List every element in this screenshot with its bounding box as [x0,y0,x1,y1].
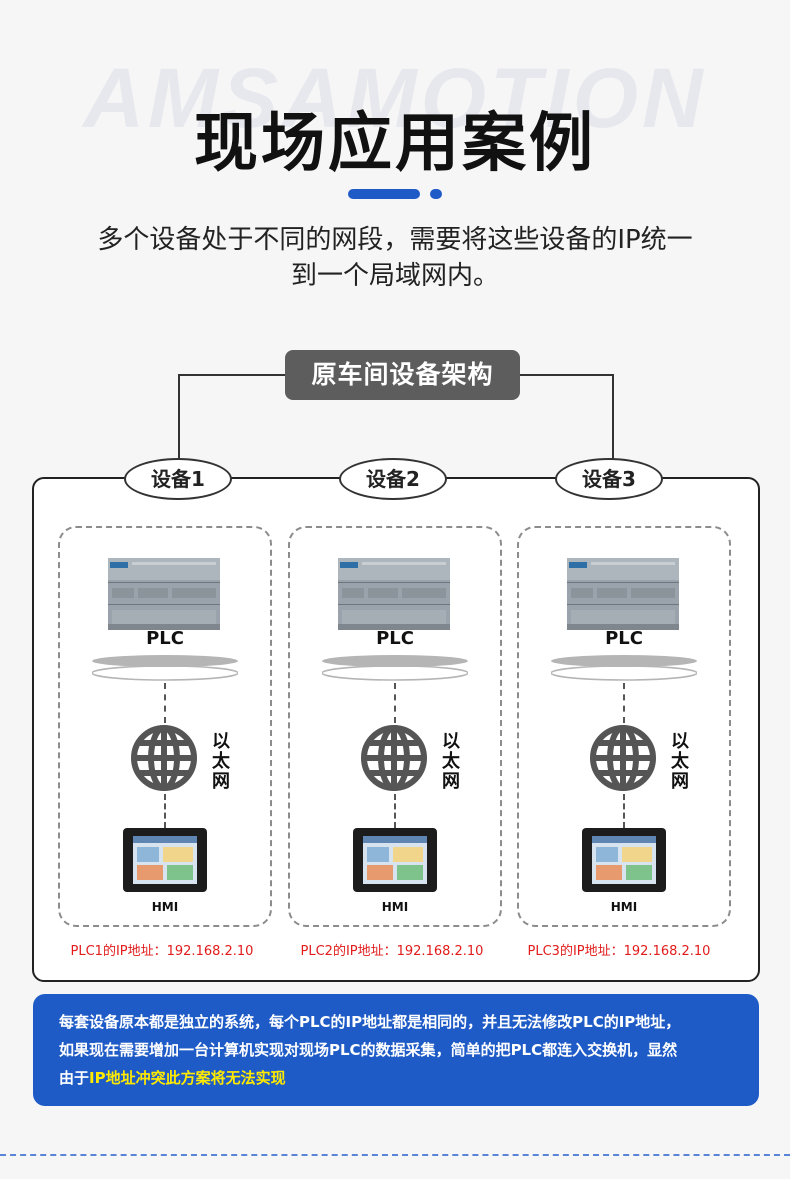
dashed-link-upper [394,683,396,723]
ethernet-label: 以 太 网 [210,732,232,792]
ethernet-label-char: 太 [212,751,230,772]
network-disc-icon [550,653,698,683]
dashed-link-lower [623,794,625,828]
ethernet-label: 以 太 网 [669,732,691,792]
ethernet-label-char: 以 [671,731,689,752]
dashed-link-lower [394,794,396,828]
dashed-link-upper [623,683,625,723]
intro-line-1: 多个设备处于不同的网段，需要将这些设备的IP统一 [97,225,693,255]
intro-text: 多个设备处于不同的网段，需要将这些设备的IP统一 到一个局域网内。 [30,222,760,294]
ethernet-label-char: 以 [442,731,460,752]
hmi-label: HMI [151,900,179,914]
device-1-ip-address: PLC1的IP地址：192.168.2.10 [70,944,254,959]
network-disc-icon [91,653,239,683]
info-line-3-prefix: 由于 [59,1069,90,1087]
info-line-3: 由于IP地址冲突此方案将无法实现 [59,1064,749,1092]
plc-module-icon [108,558,220,630]
ethernet-label-char: 太 [671,751,689,772]
network-disc-icon [321,653,469,683]
intro-line-2: 到一个局域网内。 [290,261,499,291]
architecture-label: 原车间设备架构 [285,350,520,400]
device-2-panel: PLC 以 太 网 [288,526,502,927]
globe-icon [589,724,657,792]
info-box: 每套设备原本都是独立的系统，每个PLC的IP地址都是相同的，并且无法修改PLC的… [33,994,759,1106]
ethernet-label: 以 太 网 [440,732,462,792]
info-highlight: IP地址冲突此方案将无法实现 [89,1069,286,1087]
hmi-touchscreen-icon [123,828,207,892]
device-3-panel: PLC 以 太 网 [517,526,731,927]
brand-watermark: AMSAMOTION [83,51,707,145]
plc-label: PLC [376,628,414,649]
info-line-1: 每套设备原本都是独立的系统，每个PLC的IP地址都是相同的，并且无法修改PLC的… [59,1013,681,1031]
ethernet-label-char: 太 [442,751,460,772]
device-1-panel: PLC 以 太 网 [58,526,272,927]
ethernet-label-char: 网 [212,771,230,792]
dashed-link-lower [164,794,166,828]
title-underline-dot [430,189,442,199]
plc-module-icon [338,558,450,630]
connector-right [520,374,614,462]
globe-icon [130,724,198,792]
ethernet-label-char: 以 [212,731,230,752]
hmi-label: HMI [381,900,409,914]
hmi-touchscreen-icon [353,828,437,892]
device-3-ip-address: PLC3的IP地址：192.168.2.10 [527,944,711,959]
device-1-label: 设备1 [124,458,232,500]
device-2-label: 设备2 [339,458,447,500]
ethernet-label-char: 网 [671,771,689,792]
info-line-2: 如果现在需要增加一台计算机实现对现场PLC的数据采集，简单的把PLC都连入交换机… [59,1041,678,1059]
plc-label: PLC [605,628,643,649]
connector-left [178,374,287,462]
hmi-touchscreen-icon [582,828,666,892]
plc-label: PLC [146,628,184,649]
dashed-link-upper [164,683,166,723]
hmi-label: HMI [610,900,638,914]
device-2-ip-address: PLC2的IP地址：192.168.2.10 [300,944,484,959]
globe-icon [360,724,428,792]
bottom-divider [0,1154,790,1156]
page-title: 现场应用案例 [194,107,596,181]
plc-module-icon [567,558,679,630]
title-underline [348,189,420,199]
ethernet-label-char: 网 [442,771,460,792]
device-3-label: 设备3 [555,458,663,500]
